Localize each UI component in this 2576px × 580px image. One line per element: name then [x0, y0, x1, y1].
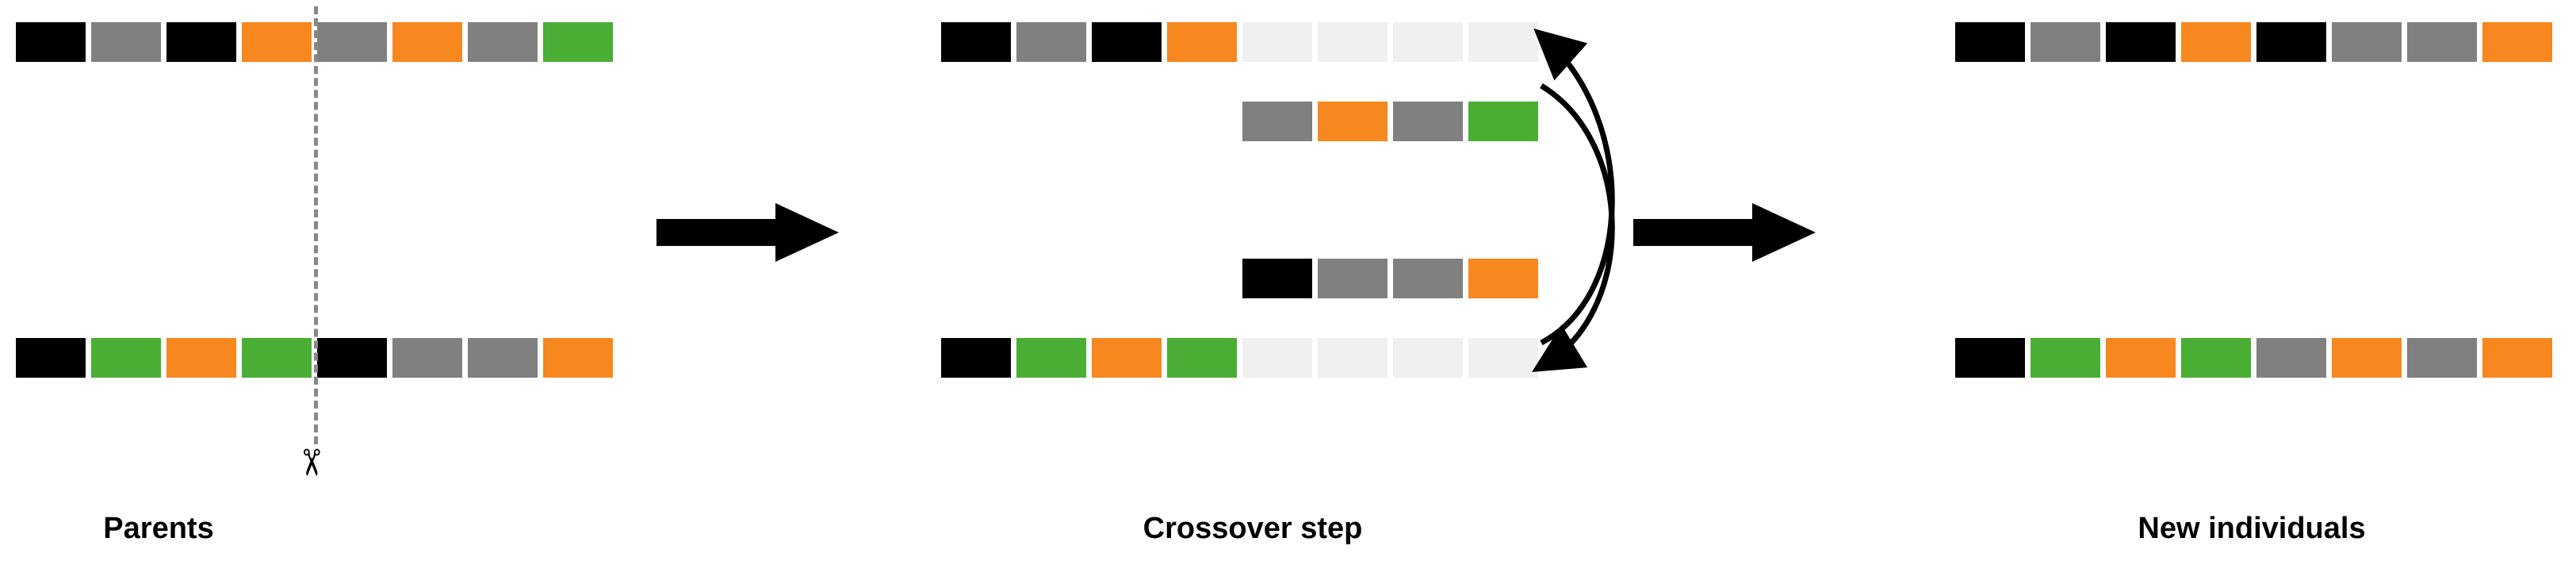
crossover-row-3	[1242, 259, 1538, 298]
crossover-row-3-gene-4-orange	[1468, 259, 1538, 298]
crossover-row-4-gene-1-black	[941, 338, 1011, 378]
offspring-2-gene-6-orange	[2332, 338, 2402, 378]
offspring-2-gene-7-gray	[2407, 338, 2477, 378]
parent-2-gene-7-gray	[468, 338, 538, 378]
offspring-1-chromosome	[1955, 22, 2552, 62]
crossover-row-4-gene-4-green	[1167, 338, 1237, 378]
offspring-2-gene-5-gray	[2256, 338, 2326, 378]
crossover-row-2-gene-1-gray	[1242, 102, 1312, 141]
parent-1-gene-2-gray	[91, 22, 161, 62]
parent-2-gene-3-orange	[167, 338, 236, 378]
offspring-2-chromosome	[1955, 338, 2552, 378]
crossover-row-1-gene-2-gray	[1016, 22, 1086, 62]
arrow-crossover-to-new	[1633, 197, 1816, 272]
parent-1-gene-7-gray	[468, 22, 538, 62]
crossover-row-1-gene-8-empty	[1468, 22, 1538, 62]
crossover-row-3-gene-1-black	[1242, 259, 1312, 298]
caption-parents: Parents	[103, 512, 214, 545]
crossover-row-1-gene-3-black	[1092, 22, 1162, 62]
swap-arrow-down	[1532, 83, 1615, 372]
crossover-row-1-gene-1-black	[941, 22, 1011, 62]
offspring-1-gene-3-black	[2106, 22, 2176, 62]
crossover-row-4-gene-3-orange	[1092, 338, 1162, 378]
offspring-1-gene-7-gray	[2407, 22, 2477, 62]
crossover-cut-line	[314, 6, 318, 444]
crossover-row-1-gene-5-empty	[1242, 22, 1312, 62]
parent-1-gene-8-green	[543, 22, 613, 62]
offspring-1-gene-4-orange	[2181, 22, 2251, 62]
offspring-1-gene-6-gray	[2332, 22, 2402, 62]
offspring-1-gene-8-orange	[2482, 22, 2552, 62]
parent-1-gene-3-black	[167, 22, 236, 62]
offspring-2-gene-3-orange	[2106, 338, 2176, 378]
parent-2-gene-5-black	[317, 338, 387, 378]
offspring-2-gene-2-green	[2031, 338, 2100, 378]
swap-arrows-group	[1516, 24, 1659, 393]
parent-2-gene-4-green	[242, 338, 312, 378]
crossover-row-2	[1242, 102, 1538, 141]
parent-1-gene-1-black	[16, 22, 86, 62]
parent-1-chromosome	[16, 22, 613, 62]
crossover-row-2-gene-2-orange	[1318, 102, 1388, 141]
offspring-2-gene-4-green	[2181, 338, 2251, 378]
crossover-row-4-gene-2-green	[1016, 338, 1086, 378]
crossover-row-4-gene-8-empty	[1468, 338, 1538, 378]
parent-2-gene-2-green	[91, 338, 161, 378]
offspring-1-gene-1-black	[1955, 22, 2025, 62]
crossover-row-1-gene-4-orange	[1167, 22, 1237, 62]
crossover-row-3-gene-2-gray	[1318, 259, 1388, 298]
parent-2-gene-8-orange	[543, 338, 613, 378]
crossover-row-4-gene-5-empty	[1242, 338, 1312, 378]
parent-1-gene-4-orange	[242, 22, 312, 62]
caption-crossover-step: Crossover step	[1143, 512, 1363, 545]
offspring-2-gene-1-black	[1955, 338, 2025, 378]
parent-1-gene-5-gray	[317, 22, 387, 62]
parent-2-gene-1-black	[16, 338, 86, 378]
caption-new-individuals: New individuals	[2138, 512, 2366, 545]
offspring-2-gene-8-orange	[2482, 338, 2552, 378]
parent-2-gene-6-gray	[392, 338, 462, 378]
crossover-row-2-gene-4-green	[1468, 102, 1538, 141]
crossover-row-4	[941, 338, 1538, 378]
parent-2-chromosome	[16, 338, 613, 378]
crossover-row-4-gene-7-empty	[1393, 338, 1463, 378]
crossover-row-1-gene-6-empty	[1318, 22, 1388, 62]
offspring-1-gene-5-black	[2256, 22, 2326, 62]
crossover-row-2-gene-3-gray	[1393, 102, 1463, 141]
crossover-row-3-gene-3-gray	[1393, 259, 1463, 298]
offspring-1-gene-2-gray	[2031, 22, 2100, 62]
crossover-row-1	[941, 22, 1538, 62]
scissors-icon: ✂	[290, 447, 332, 478]
arrow-parents-to-crossover	[656, 197, 839, 272]
crossover-row-1-gene-7-empty	[1393, 22, 1463, 62]
crossover-row-4-gene-6-empty	[1318, 338, 1388, 378]
parent-1-gene-6-orange	[392, 22, 462, 62]
